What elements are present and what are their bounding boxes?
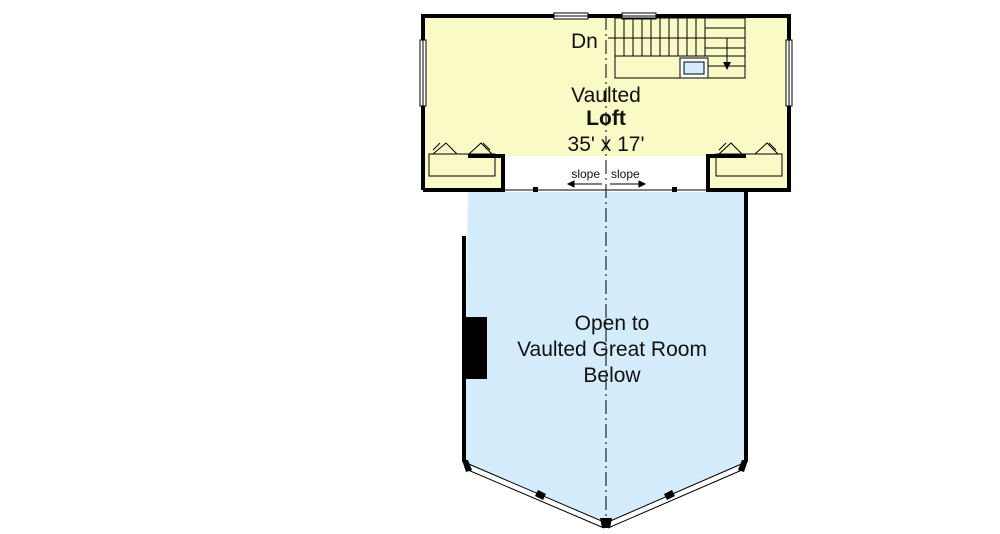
stairs bbox=[608, 17, 746, 79]
angled-bay-walls bbox=[463, 461, 747, 529]
slope-arrows bbox=[566, 180, 647, 188]
stair-arrow-icon bbox=[723, 62, 731, 70]
slope-label-left: slope bbox=[571, 167, 600, 181]
stair-treads bbox=[623, 18, 745, 67]
dormer-left bbox=[428, 142, 496, 177]
bay-posts bbox=[462, 460, 748, 528]
open-to-below-area bbox=[464, 192, 746, 522]
top-windows bbox=[553, 12, 657, 20]
loft-dimensions: 35' x 17' bbox=[568, 133, 645, 156]
open-area-line2: Vaulted Great Room bbox=[517, 338, 707, 361]
fireplace bbox=[466, 317, 487, 379]
stair-down-label: Dn bbox=[571, 30, 598, 53]
loft-name-line2: Loft bbox=[586, 107, 626, 130]
great-room-walls bbox=[462, 192, 748, 462]
open-area-line3: Below bbox=[583, 364, 641, 387]
slope-label-right: slope bbox=[611, 167, 640, 181]
loft-walls bbox=[421, 14, 791, 192]
open-area-line1: Open to bbox=[575, 312, 650, 335]
loft-name-line1: Vaulted bbox=[571, 84, 641, 107]
dormer-right bbox=[715, 142, 783, 177]
loft-railing bbox=[503, 187, 708, 192]
side-windows bbox=[419, 39, 793, 107]
